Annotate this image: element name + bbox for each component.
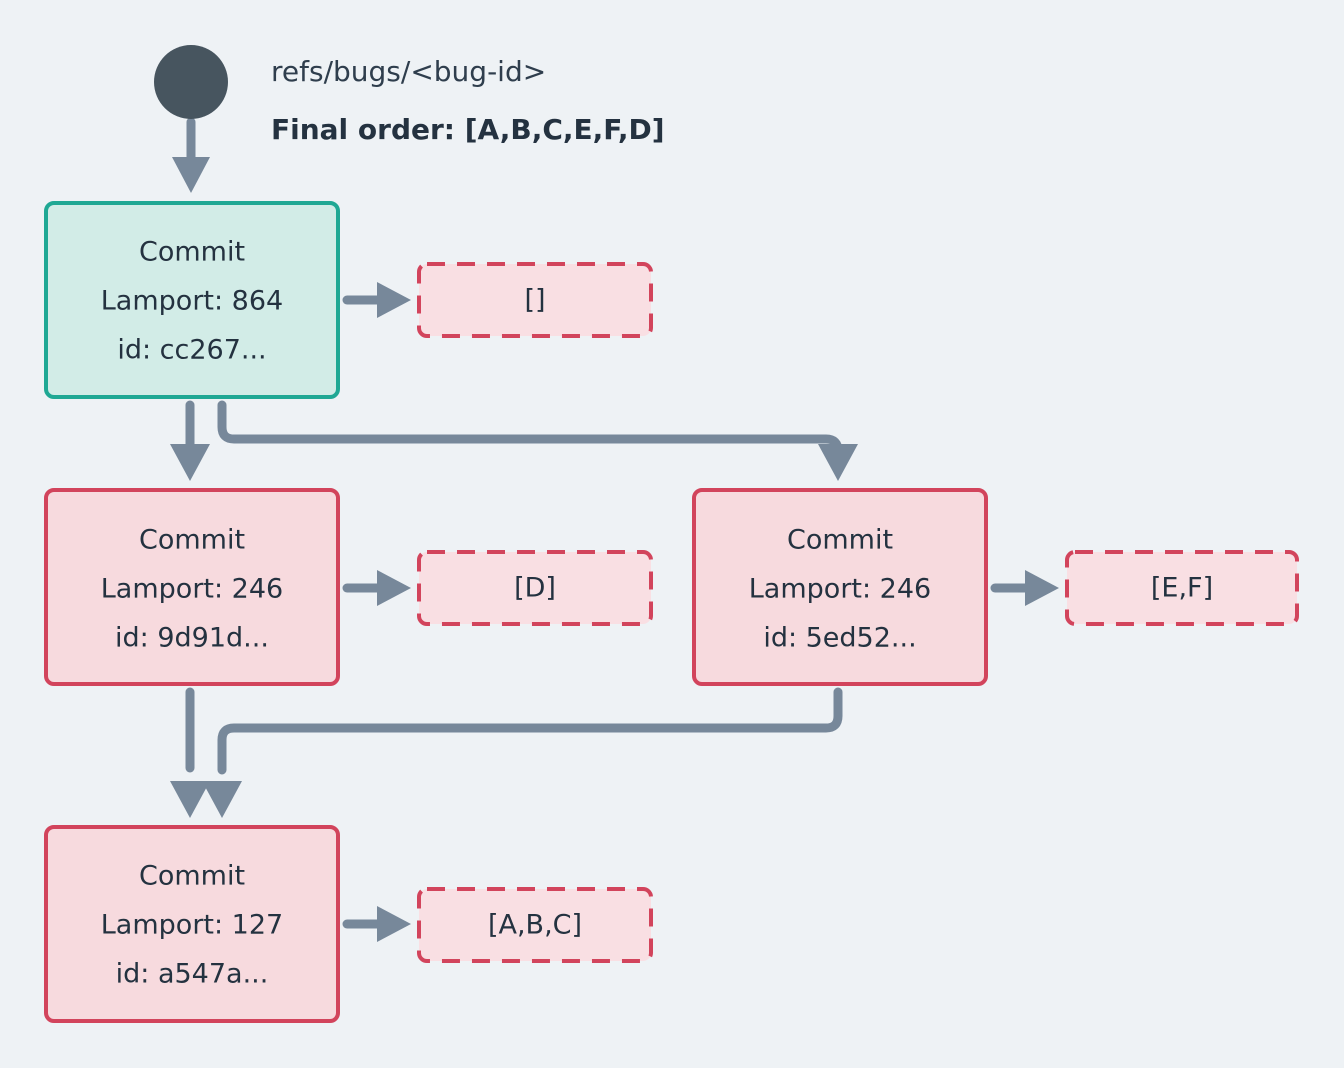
ops-9d91d-box[interactable] [417,550,653,626]
edge-cc267-to-5ed52 [217,400,858,481]
commit-5ed52-box[interactable] [692,488,988,686]
commit-node-a547a[interactable]: Commit Lamport: 127 id: a547a... [44,825,340,1023]
operations-node-5ed52[interactable]: [E,F] [1065,550,1299,626]
branch-ref-root[interactable] [154,45,228,119]
commit-9d91d-lamport: Lamport: 246 [101,574,283,605]
ops-a547a-box[interactable] [417,887,653,963]
operations-node-9d91d[interactable]: [D] [417,550,653,626]
edge-layer [170,117,1059,942]
commit-9d91d-id: id: 9d91d... [115,623,269,654]
edge-cc267-to-ops [342,282,411,318]
commit-node-5ed52[interactable]: Commit Lamport: 246 id: 5ed52... [692,488,988,686]
commit-5ed52-title: Commit [787,525,893,556]
commit-5ed52-lamport: Lamport: 246 [749,574,931,605]
ops-5ed52-box[interactable] [1065,550,1299,626]
ref-label: refs/bugs/<bug-id> [271,55,546,88]
ops-cc267-label: [] [524,285,545,316]
commit-9d91d-box[interactable] [44,488,340,686]
ops-a547a-label: [A,B,C] [488,910,582,941]
ops-5ed52-label: [E,F] [1151,573,1213,604]
commit-cc267-id: id: cc267... [117,335,266,366]
commit-a547a-title: Commit [139,861,245,892]
ops-cc267-box[interactable] [417,262,653,338]
operations-node-cc267[interactable]: [] [417,262,653,338]
edge-root-to-cc267 [172,117,210,193]
edge-9d91d-to-a547a [170,687,210,818]
edge-5ed52-to-ops [990,570,1059,606]
commit-cc267-title: Commit [139,237,245,268]
commit-cc267-box[interactable] [44,201,340,399]
commit-9d91d-title: Commit [139,525,245,556]
commit-a547a-box[interactable] [44,825,340,1023]
operations-node-a547a[interactable]: [A,B,C] [417,887,653,963]
commit-5ed52-id: id: 5ed52... [763,623,916,654]
commit-cc267-lamport: Lamport: 864 [101,286,283,317]
edge-cc267-to-9d91d [170,400,210,481]
commit-a547a-id: id: a547a... [116,959,269,990]
commit-node-9d91d[interactable]: Commit Lamport: 246 id: 9d91d... [44,488,340,686]
edge-a547a-to-ops [342,906,411,942]
edge-9d91d-to-ops [342,570,411,606]
ops-9d91d-label: [D] [514,573,556,604]
edge-5ed52-to-a547a [202,687,843,818]
commit-node-cc267[interactable]: Commit Lamport: 864 id: cc267... [44,201,340,399]
commit-a547a-lamport: Lamport: 127 [101,910,283,941]
final-order-label: Final order: [A,B,C,E,F,D] [271,113,665,146]
